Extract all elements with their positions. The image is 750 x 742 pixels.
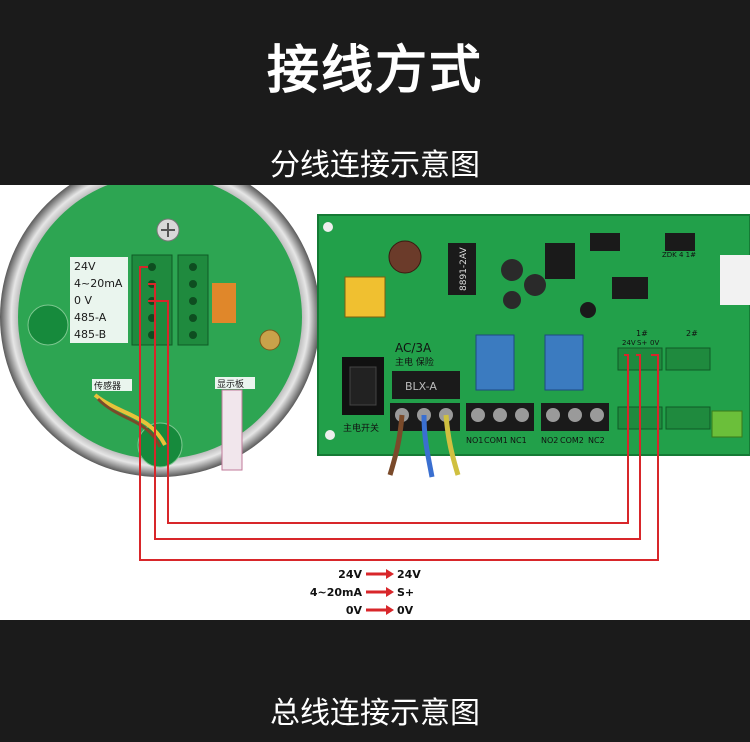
arrow-right-icon: [366, 569, 394, 615]
relay-model-label: 8891-2AV: [459, 247, 469, 291]
meter-terminal-label: 485-A: [74, 311, 107, 324]
fuse-label: AC/3A: [395, 341, 432, 355]
channel-2-label: 2#: [686, 329, 698, 338]
footer-title: 总线连接示意图: [270, 696, 480, 731]
controller-board: 8891-2AV AC/3A 主电 保险 BLX-A 主电开关 NO1: [317, 214, 750, 478]
meter-terminal-label: 485-B: [74, 328, 106, 341]
relay-terminal-label: COM1: [484, 436, 508, 445]
fuse-sub-label: 主电 保险: [395, 356, 434, 368]
legend-from: 4~20mA: [310, 586, 363, 599]
relay-terminal-label: NC2: [588, 436, 605, 445]
header-band: [0, 0, 750, 185]
display-label: 显示板: [217, 378, 244, 390]
legend-from: 24V: [338, 568, 362, 581]
meter-device: 24V 4~20mA 0 V 485-A 485-B 传感器 显示板: [0, 157, 320, 477]
meter-terminal-label: 24V: [74, 260, 96, 273]
wiring-diagram-svg: 24V 4~20mA 0 V 485-A 485-B 传感器 显示板 8891-…: [0, 157, 750, 617]
legend-to: 0V: [397, 604, 414, 617]
legend-from: 0V: [346, 604, 363, 617]
fuse-holder: [392, 371, 460, 399]
relay-terminal-label: COM2: [560, 436, 584, 445]
capacitor-component: [388, 240, 422, 274]
legend-to: 24V: [397, 568, 421, 581]
buzzer-component: [212, 283, 236, 323]
transformer-component: [344, 276, 386, 318]
board-terminal-24v: 24V: [622, 339, 636, 347]
board-terminal-s: S+: [637, 339, 647, 347]
relay-terminal-label: NC1: [510, 436, 527, 445]
relay-1: [475, 334, 515, 391]
page-title: 接线方式: [266, 41, 483, 101]
sensor-label: 传感器: [94, 380, 121, 392]
main-switch-label: 主电开关: [343, 422, 379, 434]
legend-to: S+: [397, 586, 414, 599]
board-terminal-0v: 0V: [650, 339, 659, 347]
chip-component: [612, 277, 648, 299]
relay-terminal-label: NO2: [541, 436, 558, 445]
meter-terminal-label: 0 V: [74, 294, 92, 307]
wiring-diagram: 24V 4~20mA 0 V 485-A 485-B 传感器 显示板 8891-…: [0, 157, 750, 620]
meter-terminal-label: 4~20mA: [74, 277, 123, 290]
relay-terminal-label: NO1: [466, 436, 483, 445]
fuse-holder-text: BLX-A: [405, 380, 437, 393]
page-subtitle: 分线连接示意图: [270, 148, 480, 183]
relay-2: [544, 334, 584, 391]
signal-wires: [139, 266, 659, 561]
footer-band: [0, 620, 750, 742]
channel-2-terminal: [665, 347, 711, 371]
wire-legend: 24V 4~20mA 0V 24V S+ 0V: [310, 568, 421, 617]
ribbon-cable: [221, 389, 243, 471]
channel-1-label: 1#: [636, 329, 648, 338]
chip-label: ZDK 4 1#: [662, 251, 696, 259]
relay-module: [448, 243, 476, 295]
